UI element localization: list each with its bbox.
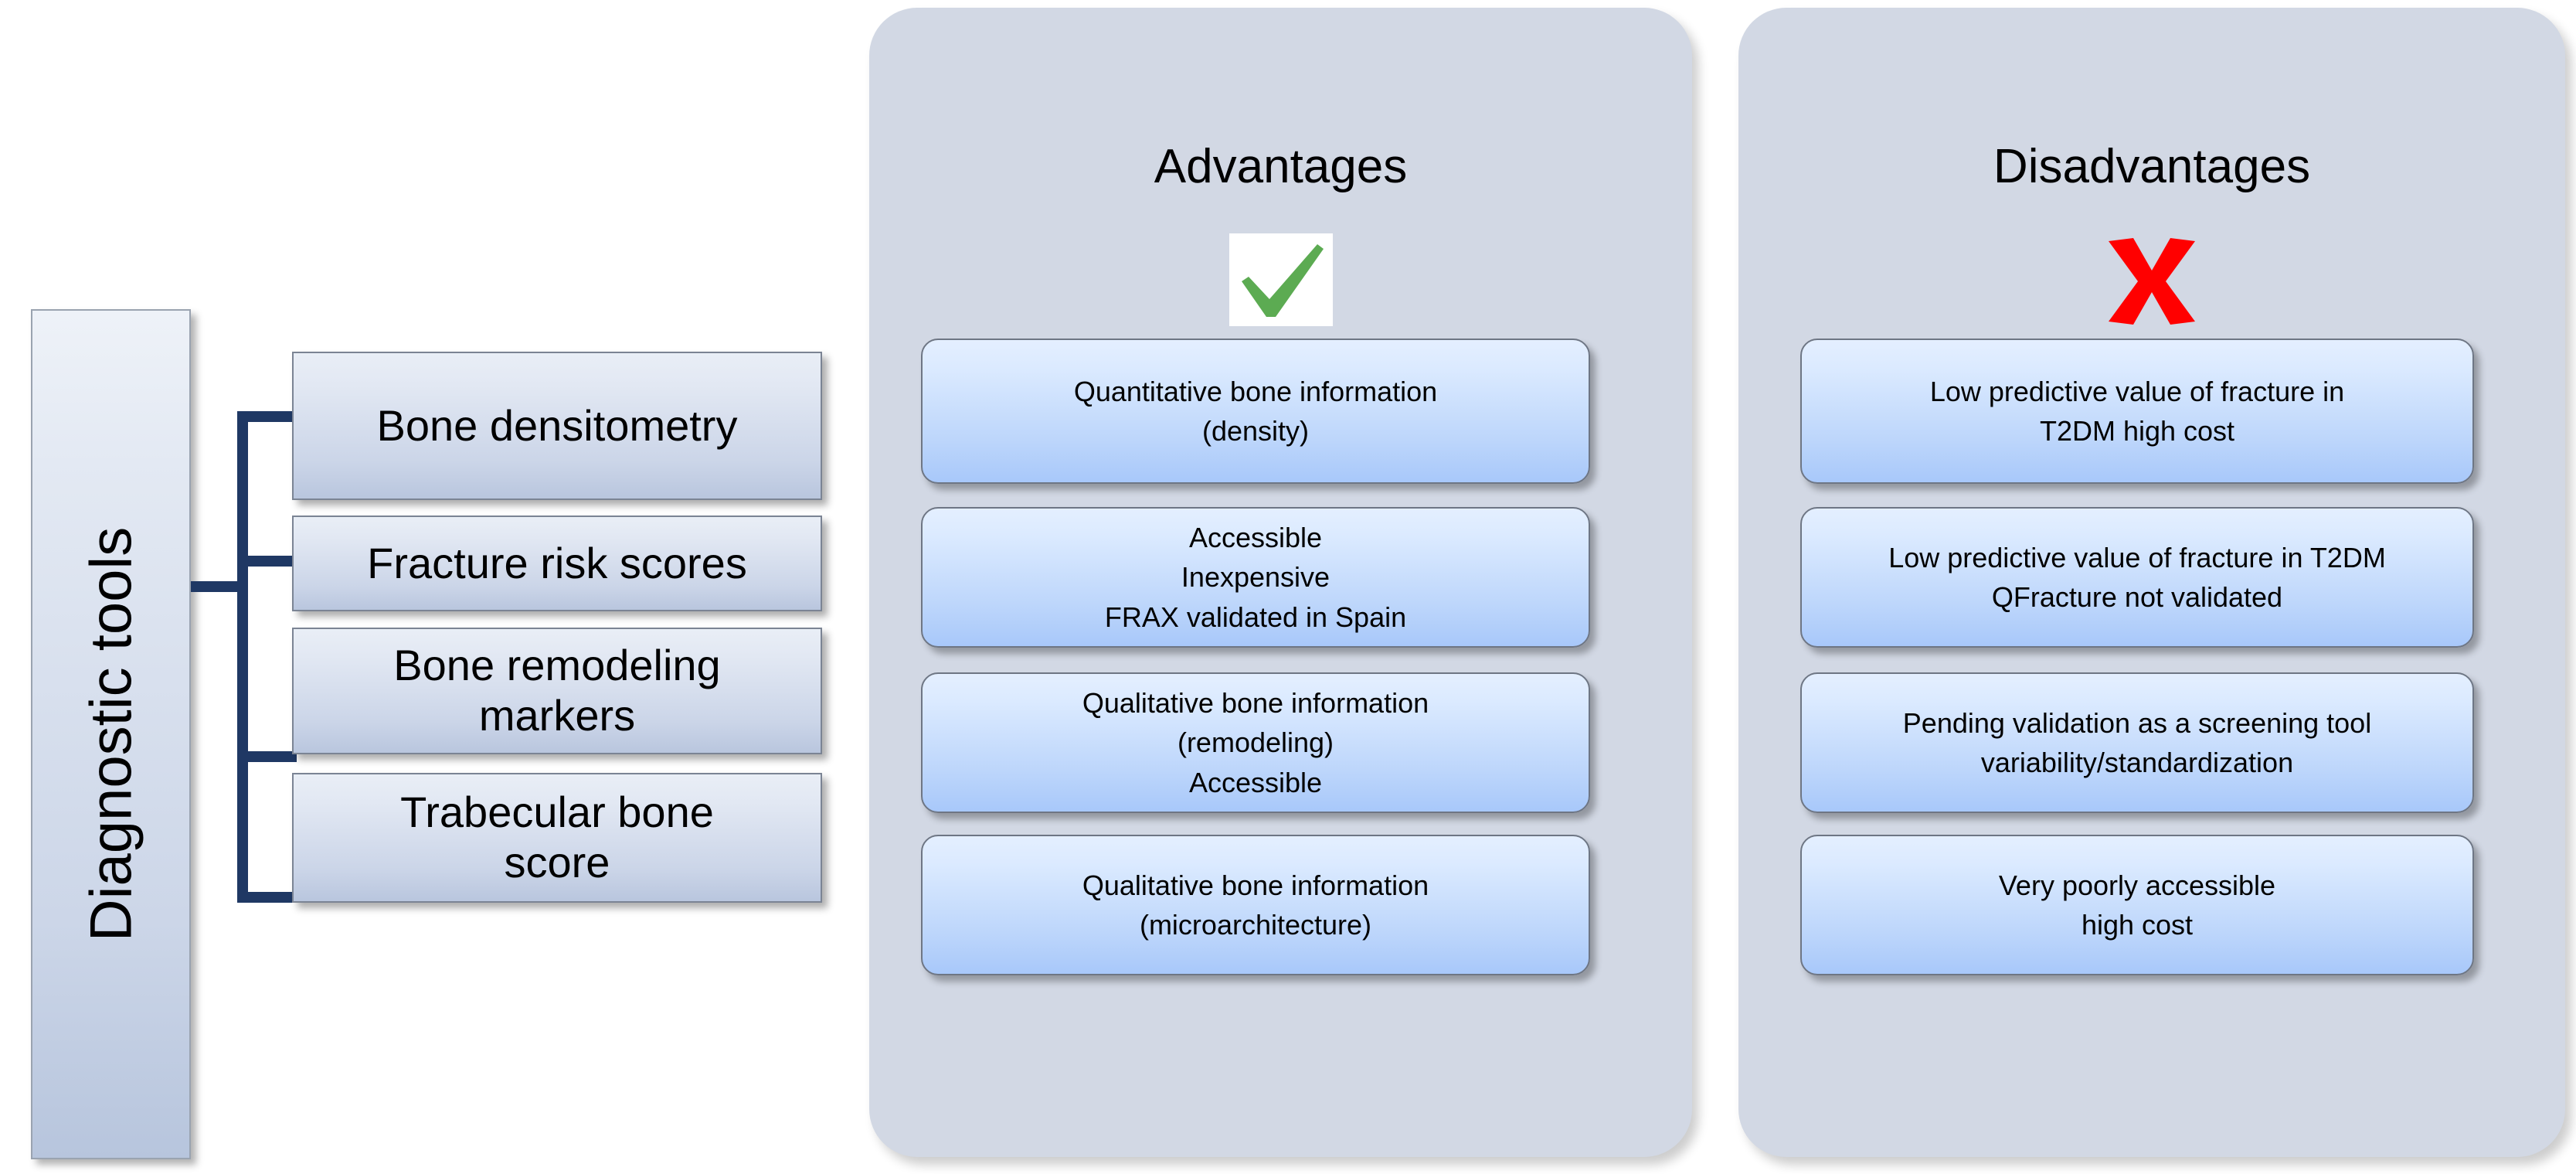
disadvantage-card-4[interactable]: Very poorly accessible high cost <box>1800 835 2474 975</box>
advantage-card-2[interactable]: Accessible Inexpensive FRAX validated in… <box>921 507 1590 648</box>
advantage-card-4[interactable]: Qualitative bone information (microarchi… <box>921 835 1590 975</box>
root-node-diagnostic-tools[interactable]: Diagnostic tools <box>31 309 191 1159</box>
root-node-label: Diagnostic tools <box>78 526 144 942</box>
panel-disadvantages-icon-wrap <box>1738 233 2565 329</box>
advantage-card-text: Quantitative bone information (density) <box>1073 375 1438 447</box>
advantage-card-3[interactable]: Qualitative bone information (remodeling… <box>921 672 1590 813</box>
tool-box-label: Fracture risk scores <box>367 538 747 587</box>
tool-box-bone-densitometry[interactable]: Bone densitometry <box>292 352 822 500</box>
tool-box-label: Bone densitometry <box>376 400 738 450</box>
red-cross-icon <box>2109 238 2195 325</box>
advantage-card-text: Accessible Inexpensive FRAX validated in… <box>1104 522 1407 633</box>
disadvantage-card-text: Low predictive value of fracture in T2DM… <box>1888 541 2386 613</box>
connector-branch-4 <box>237 892 297 903</box>
advantage-card-1[interactable]: Quantitative bone information (density) <box>921 339 1590 484</box>
connector-branch-3 <box>237 751 297 762</box>
disadvantage-card-3[interactable]: Pending validation as a screening tool v… <box>1800 672 2474 813</box>
connector-branch-1 <box>237 411 297 422</box>
disadvantage-card-text: Low predictive value of fracture in T2DM… <box>1929 375 2345 447</box>
tool-box-label: Trabecular bone score <box>400 788 714 886</box>
tool-box-bone-remodeling-markers[interactable]: Bone remodeling markers <box>292 628 822 754</box>
panel-advantages: Advantages Quantitative bone information… <box>869 8 1692 1157</box>
panel-advantages-icon-wrap <box>869 233 1692 326</box>
disadvantage-card-2[interactable]: Low predictive value of fracture in T2DM… <box>1800 507 2474 648</box>
green-check-icon <box>1229 233 1333 326</box>
advantage-card-text: Qualitative bone information (remodeling… <box>1082 687 1429 798</box>
tool-box-trabecular-bone-score[interactable]: Trabecular bone score <box>292 773 822 903</box>
connector-branch-2 <box>237 556 297 567</box>
panel-disadvantages-title: Disadvantages <box>1993 140 2311 193</box>
disadvantage-card-text: Pending validation as a screening tool v… <box>1902 706 2372 778</box>
tool-box-label: Bone remodeling markers <box>393 641 721 740</box>
connector-trunk <box>237 411 248 903</box>
connector-root-stub <box>191 581 248 592</box>
panel-disadvantages: Disadvantages Low predictive value of fr… <box>1738 8 2565 1157</box>
advantage-card-text: Qualitative bone information (microarchi… <box>1082 869 1429 941</box>
panel-advantages-title: Advantages <box>1154 140 1408 193</box>
disadvantage-card-1[interactable]: Low predictive value of fracture in T2DM… <box>1800 339 2474 484</box>
tool-box-fracture-risk-scores[interactable]: Fracture risk scores <box>292 516 822 611</box>
disadvantage-card-text: Very poorly accessible high cost <box>1998 869 2276 941</box>
